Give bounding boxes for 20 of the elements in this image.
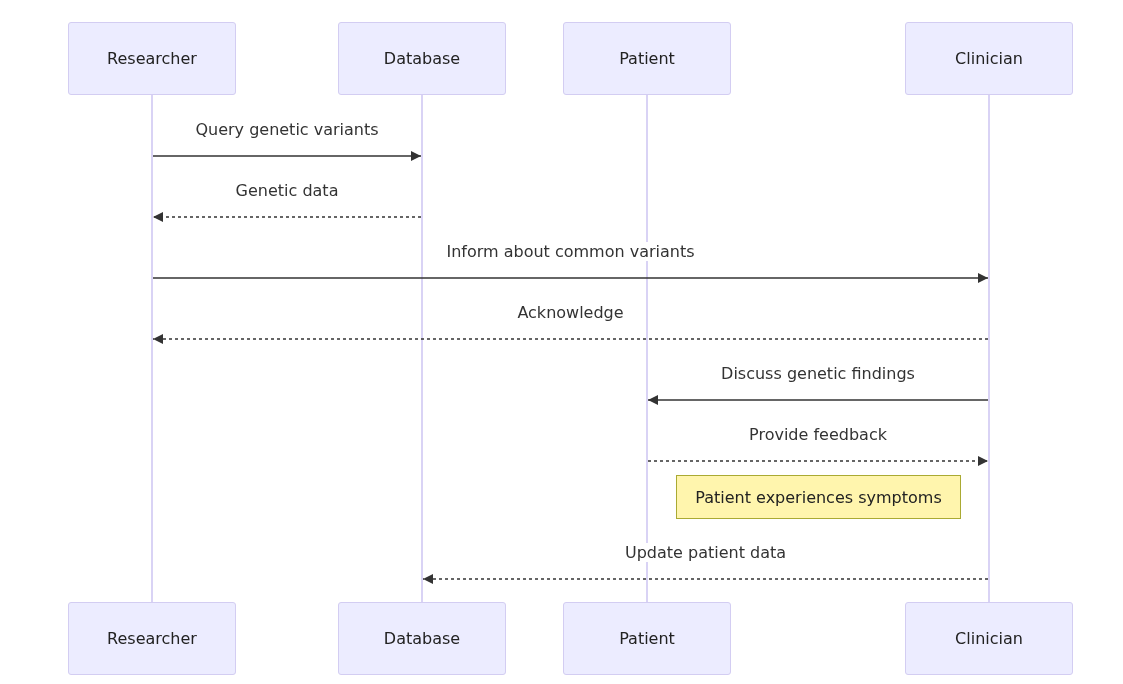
participant-box: Researcher [68,22,236,95]
message-arrow [152,151,422,161]
lifeline [988,95,990,602]
participant-box: Clinician [905,22,1073,95]
message-arrow [152,273,989,283]
message-arrow [647,395,989,405]
participant-box: Researcher [68,602,236,675]
participant-box: Database [338,602,506,675]
participant-box: Patient [563,602,731,675]
lifeline [421,95,423,602]
lifeline [151,95,153,602]
message-arrow [152,212,422,222]
message-arrow [647,456,989,466]
message-arrow [152,334,989,344]
message-arrow [422,574,989,584]
participant-box: Patient [563,22,731,95]
participant-box: Database [338,22,506,95]
lifeline [646,95,648,602]
participant-box: Clinician [905,602,1073,675]
note-box: Patient experiences symptoms [676,475,961,519]
